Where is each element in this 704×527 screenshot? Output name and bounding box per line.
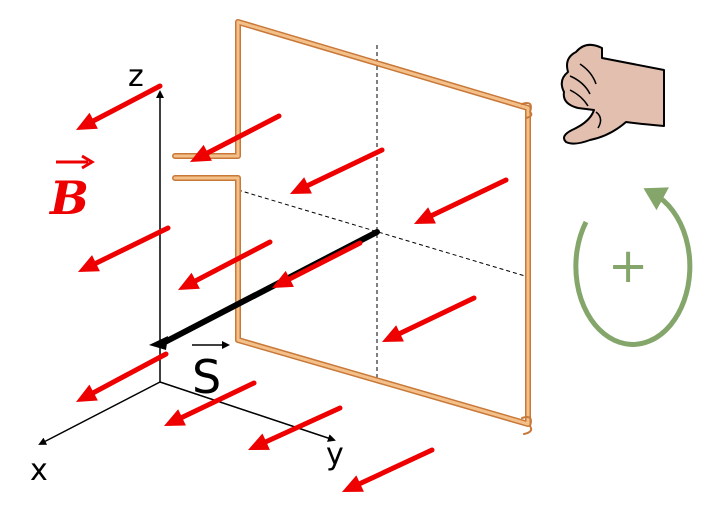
field-label-group: B xyxy=(48,154,95,225)
field-arrow-shaft xyxy=(285,240,363,283)
field-arrow xyxy=(190,113,282,162)
orientation-sign: + xyxy=(608,238,648,294)
field-arrow-head xyxy=(342,475,364,492)
field-arrow xyxy=(290,147,385,194)
field-label: B xyxy=(48,171,89,225)
z-axis-label: z xyxy=(128,59,144,94)
field-arrow xyxy=(178,239,273,290)
field-arrow-shaft xyxy=(355,447,435,487)
plane-guides xyxy=(237,45,526,382)
field-arrow-head xyxy=(290,177,312,194)
field-arrow-shaft xyxy=(89,351,169,397)
field-arrow xyxy=(342,447,435,492)
field-arrow-shaft xyxy=(91,225,171,267)
field-arrow-shaft xyxy=(303,147,385,189)
field-arrow-shaft xyxy=(203,113,282,157)
field-arrow xyxy=(78,225,171,272)
field-arrow-shaft xyxy=(395,295,477,337)
area-vector-arrowhead xyxy=(149,336,168,350)
orientation-indicator: + xyxy=(573,187,693,347)
field-arrow-shaft xyxy=(177,380,257,421)
field-arrow xyxy=(248,405,343,450)
field-arrow xyxy=(414,177,509,224)
horizontal-guide xyxy=(237,189,526,277)
magnetic-field-arrows xyxy=(76,83,509,492)
field-arrow-head xyxy=(78,255,100,272)
field-arrow-shaft xyxy=(89,83,163,125)
wire-loop xyxy=(172,19,533,435)
area-label: S xyxy=(192,350,221,404)
y-axis xyxy=(159,381,336,442)
field-arrow-head xyxy=(178,272,200,290)
field-arrow-head xyxy=(76,384,98,402)
field-arrow xyxy=(76,351,169,402)
field-arrow xyxy=(382,295,477,342)
field-arrow-shaft xyxy=(191,239,273,285)
orientation-arc xyxy=(573,187,693,347)
field-arrow-head xyxy=(164,409,186,426)
field-arrow-head xyxy=(272,270,294,288)
x-axis-label: x xyxy=(30,453,48,488)
field-arrow-head xyxy=(248,433,270,450)
field-vector-bar-head xyxy=(81,154,95,170)
field-arrow-shaft xyxy=(261,405,343,446)
field-arrow-head xyxy=(382,325,404,342)
coordinate-axes xyxy=(38,90,336,445)
field-arrow xyxy=(164,380,257,426)
y-axis-label: y xyxy=(326,437,344,472)
field-arrow-shaft xyxy=(427,177,509,219)
field-arrow-head xyxy=(76,112,98,130)
x-axis xyxy=(38,381,161,445)
field-arrow-head xyxy=(414,207,436,224)
right-hand-curl-icon xyxy=(560,43,665,145)
area-label-group: S xyxy=(192,341,230,404)
area-vector-bar-head xyxy=(222,341,230,349)
field-arrow-head xyxy=(190,144,212,162)
field-arrow xyxy=(76,83,163,130)
field-arrow xyxy=(272,240,363,288)
